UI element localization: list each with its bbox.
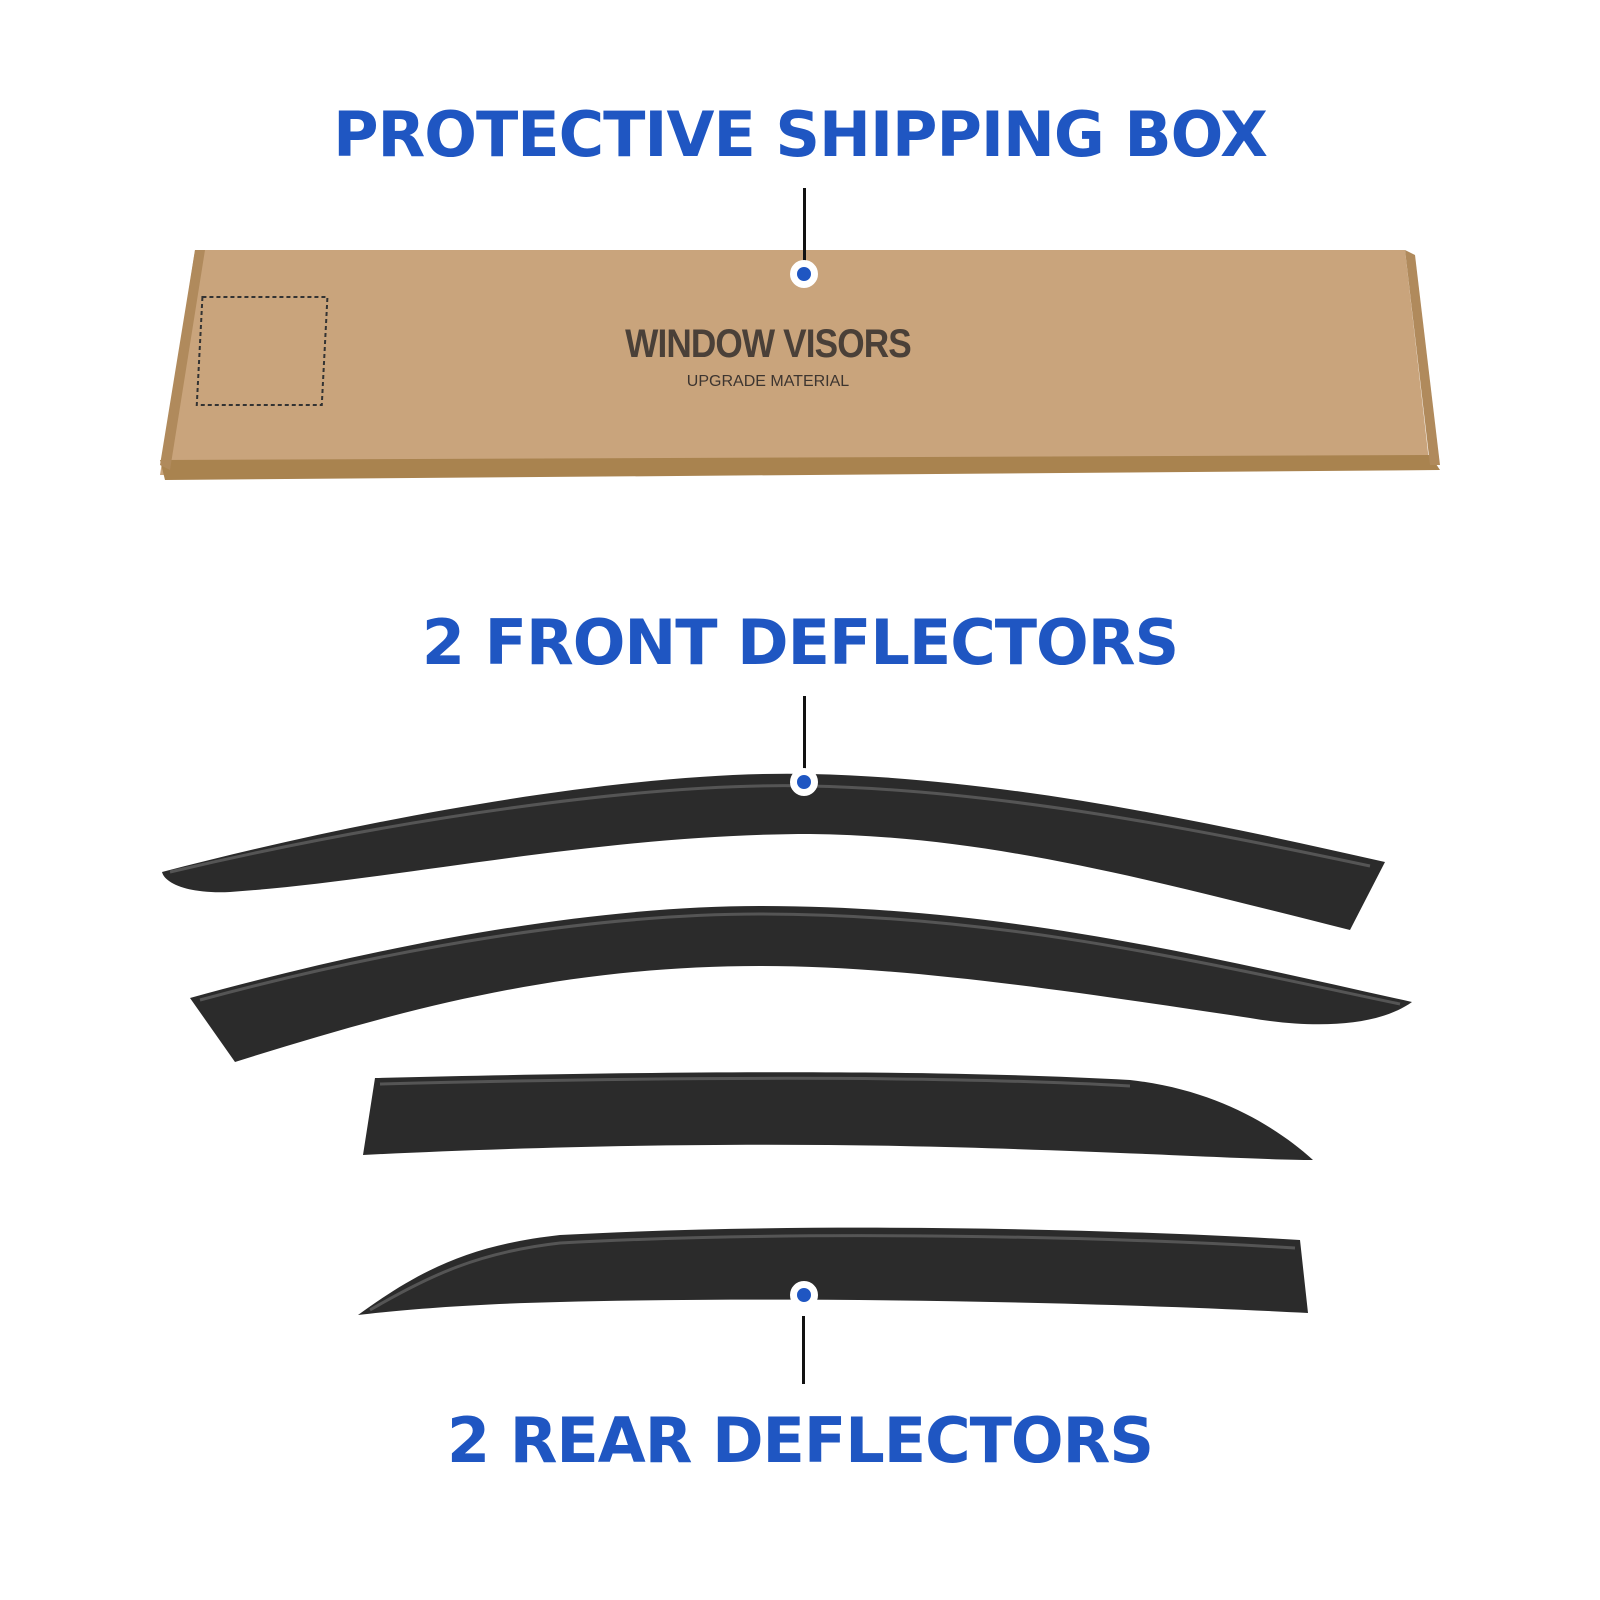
callout-dot-rear <box>790 1281 818 1309</box>
front-deflector-2 <box>190 906 1412 1062</box>
callout-line-rear <box>802 1316 805 1384</box>
shipping-box <box>160 250 1440 480</box>
rear-deflector-2 <box>358 1227 1308 1315</box>
label-area <box>195 296 329 406</box>
heading-shipping-box: PROTECTIVE SHIPPING BOX <box>333 98 1268 171</box>
rear-deflector-1 <box>363 1072 1313 1160</box>
callout-line-box <box>803 188 806 270</box>
callout-dot-front <box>790 768 818 796</box>
box-print-title: WINDOW VISORS <box>625 322 912 366</box>
heading-front-deflectors: 2 FRONT DEFLECTORS <box>421 606 1179 679</box>
callout-dot-box <box>790 260 818 288</box>
heading-rear-deflectors: 2 REAR DEFLECTORS <box>446 1404 1154 1477</box>
box-print-subtitle: UPGRADE MATERIAL <box>686 373 850 390</box>
callout-line-front <box>803 696 806 776</box>
